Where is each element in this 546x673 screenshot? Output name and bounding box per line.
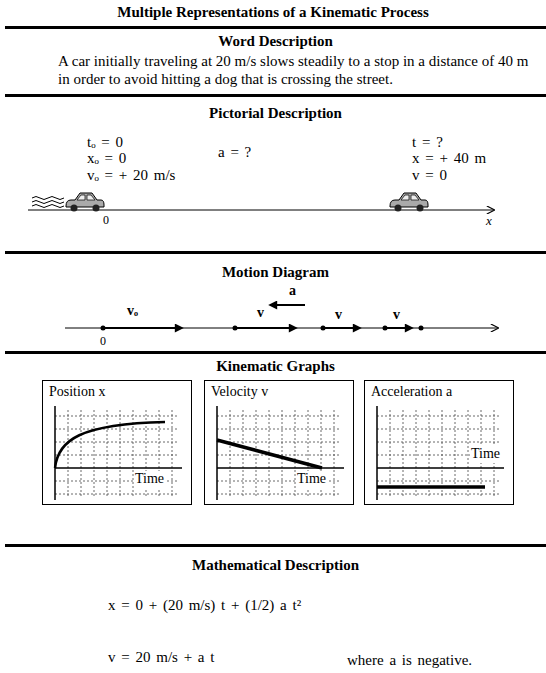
vector-label: v [393,307,400,324]
velocity-arrow [235,327,296,329]
vector-label: v [335,307,342,324]
graph-panel: Velocity v Time [204,380,354,505]
velocity-line [217,440,322,468]
axis-origin: 0 [103,213,109,227]
graph-grid [55,410,178,498]
axis-name: x [486,213,492,229]
position-dot [233,326,238,331]
section-band: Motion Diagram [5,251,546,351]
velocity-arrow [385,327,412,329]
velocity-arrow [103,327,182,329]
initial-condition: xₒ = 0 [87,149,126,167]
axis-origin: 0 [100,334,106,348]
vector-label: a [289,283,296,300]
acceleration-line [377,485,485,489]
position-dot [321,326,326,331]
section-band: Position xTimeVelocity vTimeAcceleration… [5,351,546,544]
acceleration-unknown: a = ? [218,143,251,161]
page-title: Multiple Representations of a Kinematic … [0,3,546,21]
motion-lines [32,197,64,208]
vector-label: vₒ [127,303,138,320]
description-text: A car initially traveling at 20 m/s slow… [58,52,536,88]
graph-grid [217,410,340,498]
motion-axis [65,328,498,329]
graph-panel: Position x Time [42,380,192,505]
equation: x = 0 + (20 m/s) t + (1/2) a t² [108,596,301,614]
final-condition: v = 0 [412,166,447,184]
graph-panel: Acceleration a Time [364,380,514,505]
section-band: Word Description A car initially travelin… [5,26,546,94]
axis-label: Time [296,471,327,488]
position-dot [383,326,388,331]
section-heading: Mathematical Description [5,556,546,574]
position-curve [55,422,165,468]
note: where a is negative. [347,651,472,669]
car-end [390,193,428,212]
equation: v = 20 m/s + a t [108,648,214,666]
acceleration-arrow [270,304,305,306]
graph-title: Position x [48,384,106,401]
initial-condition: tₒ = 0 [87,133,123,151]
axis-label: Time [134,471,165,488]
velocity-arrow [323,327,360,329]
graph-axes [377,406,504,500]
section-heading: Motion Diagram [5,263,546,281]
final-condition: t = ? [412,133,443,151]
position-dot [101,326,106,331]
section-band: Pictorial Description [5,94,546,251]
section-heading: Kinematic Graphs [5,357,546,375]
position-dot [419,326,424,331]
graph-title: Acceleration a [370,384,453,401]
graph-axes [55,406,182,500]
vector-label: v [257,305,264,322]
graph-axes [217,406,344,500]
section-heading: Pictorial Description [5,104,546,122]
graph-title: Velocity v [210,384,269,401]
section-heading: Word Description [5,32,546,50]
final-condition: x = + 40 m [412,149,486,167]
car-start [66,193,104,212]
initial-condition: vₒ = + 20 m/s [87,166,175,184]
axis-label: Time [470,446,501,463]
